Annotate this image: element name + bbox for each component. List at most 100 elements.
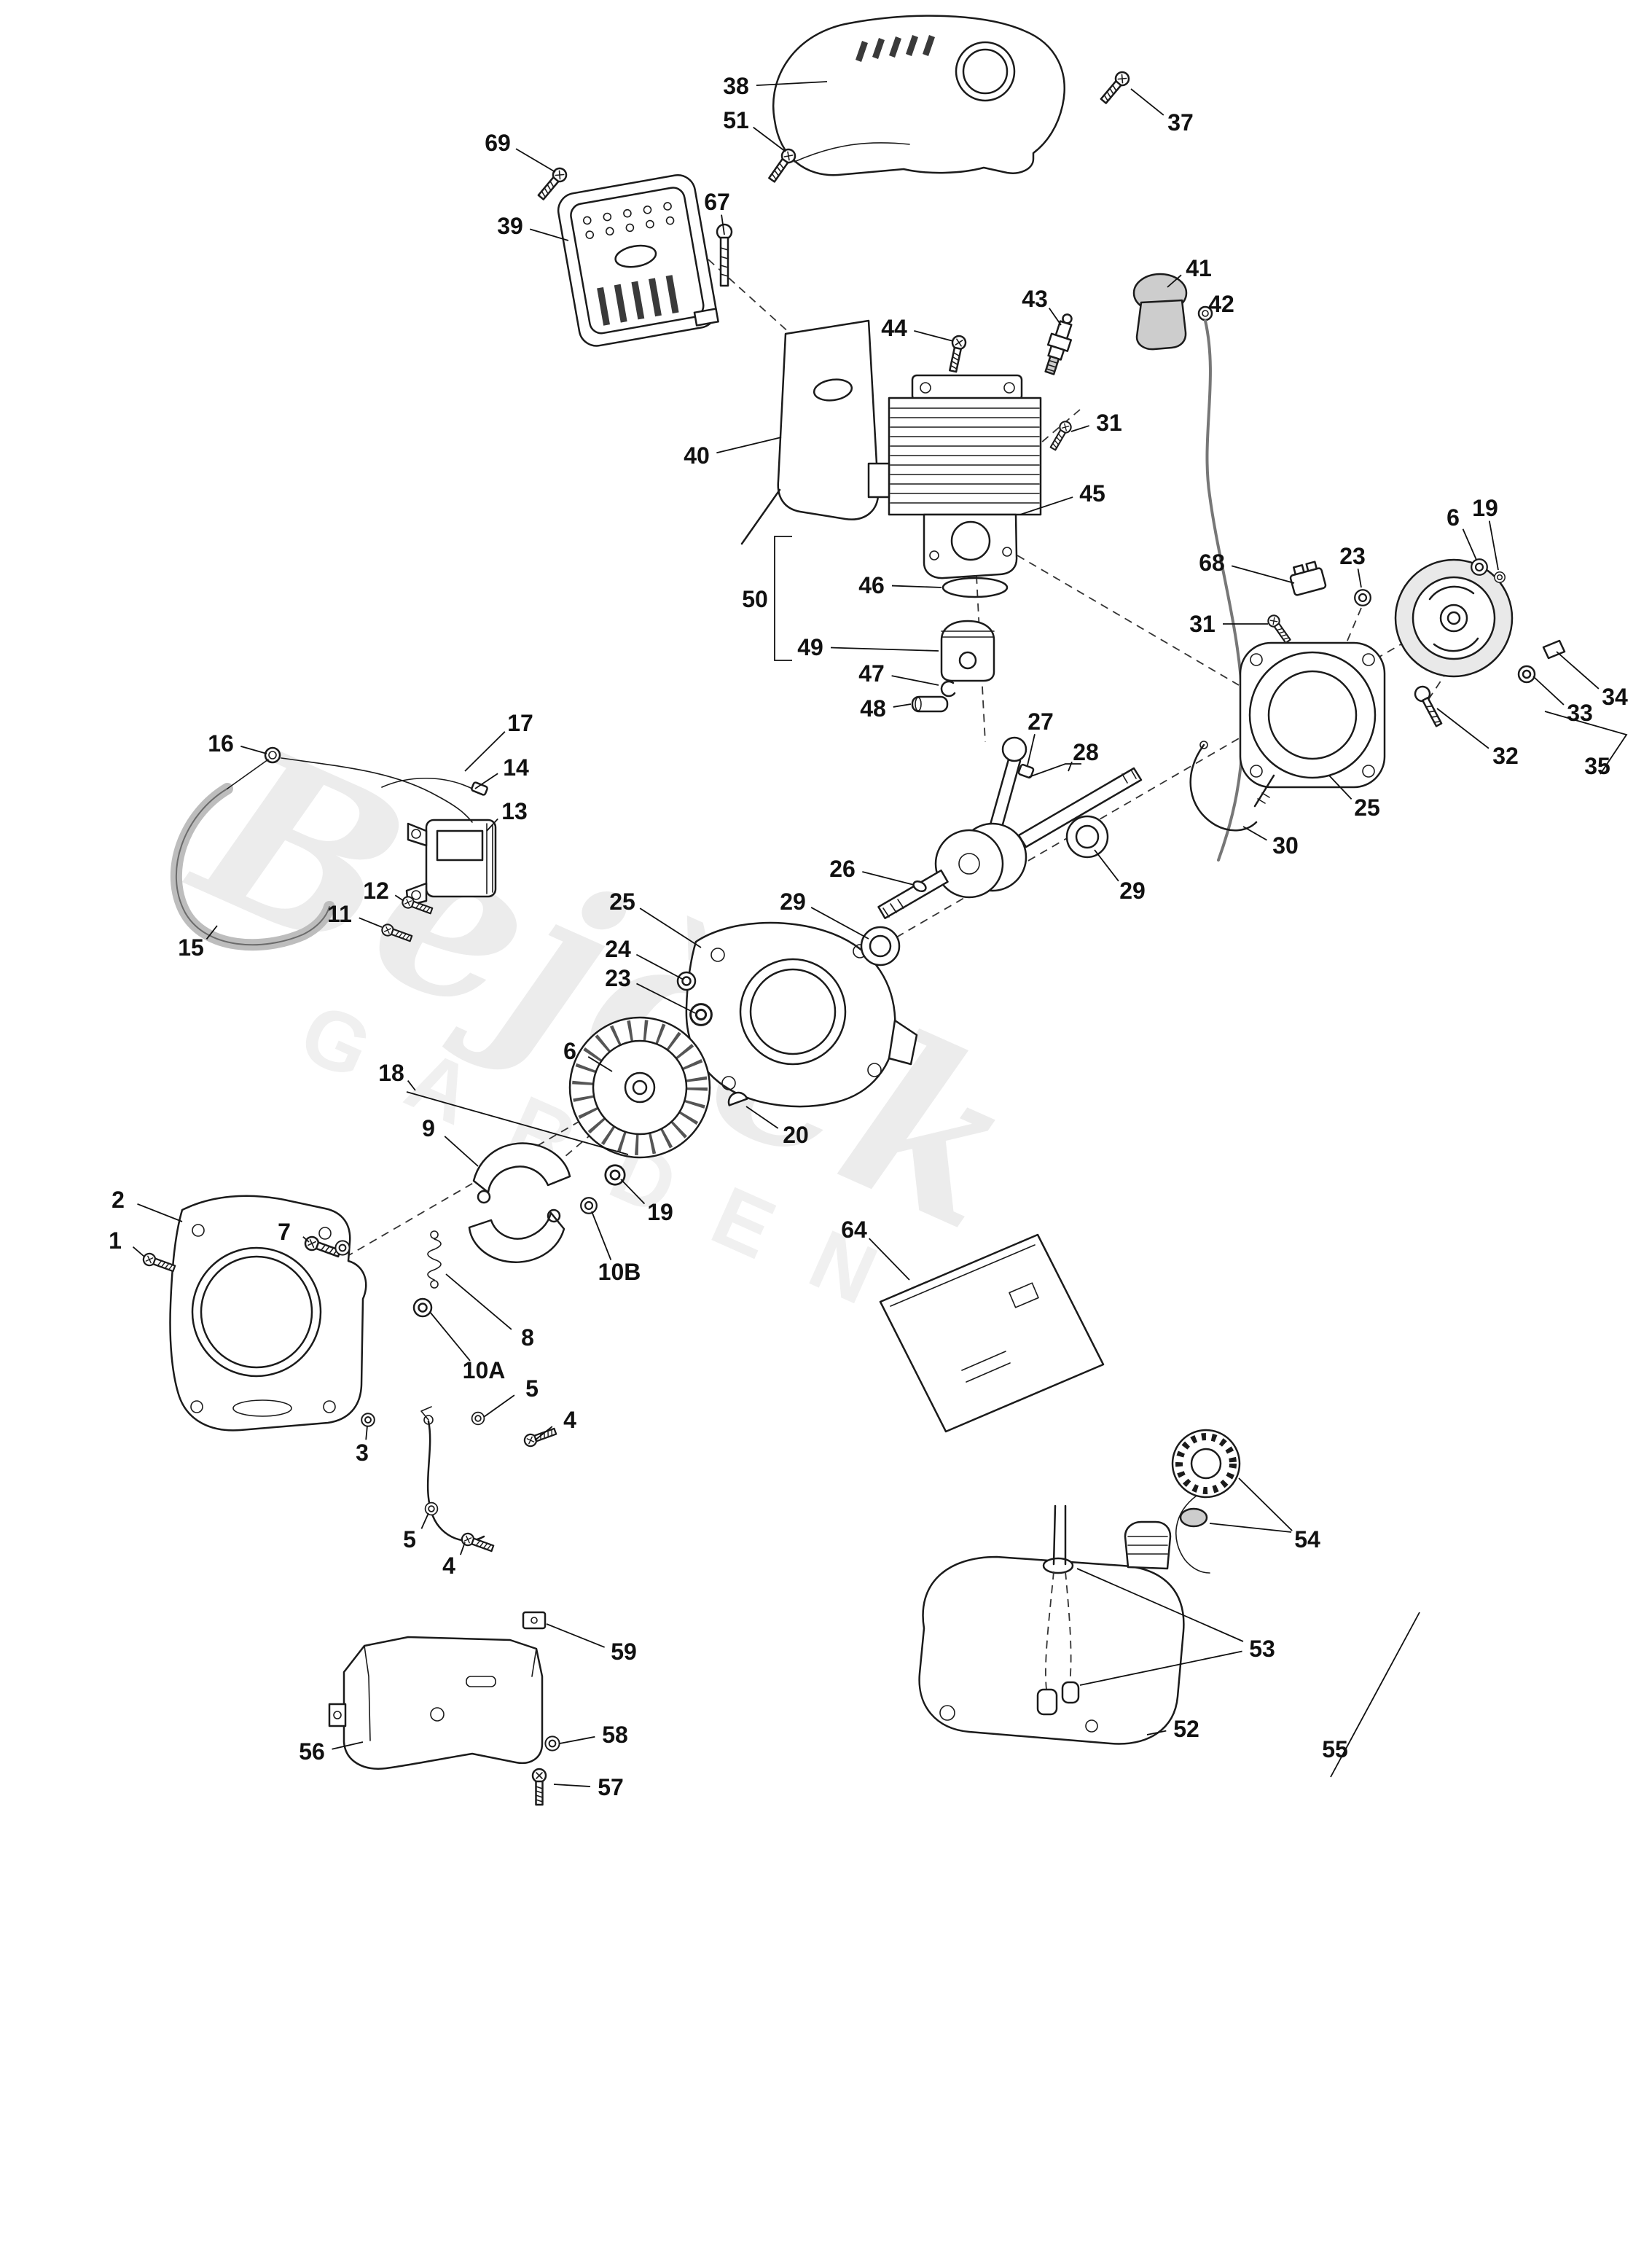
leader-line-15 xyxy=(205,925,218,940)
leader-line-20 xyxy=(745,1106,779,1129)
clutch-spring-8 xyxy=(427,1230,442,1289)
leader-line-67 xyxy=(721,214,725,235)
leader-line-28 xyxy=(1068,761,1073,772)
leader-line-3 xyxy=(365,1425,368,1440)
part-label-10A: 10A xyxy=(463,1357,506,1383)
leader-line-5 xyxy=(420,1512,429,1529)
part-label-35: 35 xyxy=(1584,753,1610,779)
leader-line-5 xyxy=(483,1394,515,1418)
connecting-rod xyxy=(984,736,1081,847)
leader-line-10A xyxy=(429,1311,471,1362)
part-label-11: 11 xyxy=(327,901,352,927)
leader-line-8 xyxy=(445,1273,512,1330)
leader-line-37 xyxy=(1130,88,1164,116)
bracket-68 xyxy=(1289,561,1327,596)
clutch-washer-6 xyxy=(1471,558,1488,576)
crank-bearing-right-29 xyxy=(1065,815,1109,859)
part-label-31: 31 xyxy=(1096,410,1122,436)
leader-line-30 xyxy=(1242,826,1267,841)
part-label-25: 25 xyxy=(1354,794,1380,821)
leader-line-26 xyxy=(862,871,915,886)
part-label-33: 33 xyxy=(1567,700,1593,726)
leader-line-6 xyxy=(1462,528,1477,561)
leader-line-33 xyxy=(1532,676,1565,706)
clip-59 xyxy=(522,1611,547,1630)
cover-screw-51 xyxy=(765,146,799,185)
part-label-19: 19 xyxy=(647,1199,673,1225)
part-label-42: 42 xyxy=(1208,291,1234,317)
part-label-26: 26 xyxy=(829,856,856,882)
part-label-14: 14 xyxy=(503,754,529,781)
leader-line-29 xyxy=(810,907,869,940)
leader-line-59 xyxy=(546,1623,605,1648)
part-label-49: 49 xyxy=(797,634,823,660)
clutch-shoes xyxy=(468,1142,571,1263)
part-label-27: 27 xyxy=(1027,708,1054,735)
module-screw-11 xyxy=(380,922,414,945)
part-label-12: 12 xyxy=(363,878,389,904)
leader-53-extra xyxy=(1076,1568,1244,1642)
bracket-55 xyxy=(1330,1612,1420,1778)
leader-line-68 xyxy=(1231,565,1295,584)
part-label-8: 8 xyxy=(521,1324,534,1351)
part-label-6: 6 xyxy=(1447,504,1460,531)
leader-line-52 xyxy=(1146,1730,1167,1735)
piston-ring xyxy=(942,577,1009,598)
leader-line-12 xyxy=(394,894,404,902)
part-label-43: 43 xyxy=(1022,286,1048,312)
part-label-5: 5 xyxy=(525,1375,539,1402)
leader-line-40 xyxy=(716,437,782,454)
part-label-52: 52 xyxy=(1173,1716,1199,1742)
part-label-34: 34 xyxy=(1602,684,1628,710)
throttle-wire xyxy=(420,1406,485,1542)
part-label-58: 58 xyxy=(602,1722,628,1748)
clutch-nut-33 xyxy=(1517,665,1536,684)
clutch-drum-assembly xyxy=(1394,558,1628,775)
leader-line-46 xyxy=(891,585,942,588)
part-label-38: 38 xyxy=(723,73,749,99)
leader-line-19 xyxy=(620,1179,646,1205)
clutch-washer-19 xyxy=(1494,571,1506,583)
leader-line-19 xyxy=(1488,520,1499,571)
part-label-46: 46 xyxy=(858,572,885,598)
piston xyxy=(940,620,995,682)
leader-line-4 xyxy=(460,1542,466,1555)
leader-line-10B xyxy=(591,1211,612,1260)
engine-top-cover xyxy=(772,15,1065,176)
leader-line-32 xyxy=(1436,708,1489,749)
seal-23-left xyxy=(689,1003,713,1026)
leader-line-44 xyxy=(914,330,954,342)
washer-19-left xyxy=(604,1164,626,1186)
ignition-module xyxy=(405,819,497,907)
part-label-5: 5 xyxy=(403,1526,416,1553)
heat-shield-plate xyxy=(740,319,880,545)
flywheel-key-20 xyxy=(727,1091,748,1106)
part-label-19: 19 xyxy=(1472,495,1498,521)
leader-line-56 xyxy=(332,1741,364,1750)
spark-plug-cap xyxy=(1132,273,1188,351)
crankcase-clutch-side xyxy=(1239,641,1386,808)
case-screw-31 xyxy=(1265,612,1293,646)
leader-line-39 xyxy=(529,228,569,241)
part-label-31: 31 xyxy=(1189,611,1215,637)
gasket-sheet xyxy=(879,1233,1105,1433)
washer-23-right xyxy=(1354,589,1371,606)
spark-plug-lead xyxy=(1197,305,1245,862)
leader-line-41 xyxy=(1167,274,1182,288)
leader-line-57 xyxy=(553,1784,591,1787)
part-label-37: 37 xyxy=(1167,109,1194,136)
part-label-13: 13 xyxy=(501,798,528,824)
leader-line-38 xyxy=(756,81,828,87)
part-label-15: 15 xyxy=(178,934,204,961)
part-label-48: 48 xyxy=(860,695,886,722)
part-label-16: 16 xyxy=(208,730,234,757)
part-label-56: 56 xyxy=(299,1738,325,1765)
leader-line-13 xyxy=(486,818,498,832)
part-label-54: 54 xyxy=(1294,1526,1320,1553)
part-label-9: 9 xyxy=(422,1115,435,1141)
leader-line-25 xyxy=(639,907,702,948)
part-label-68: 68 xyxy=(1199,550,1225,576)
